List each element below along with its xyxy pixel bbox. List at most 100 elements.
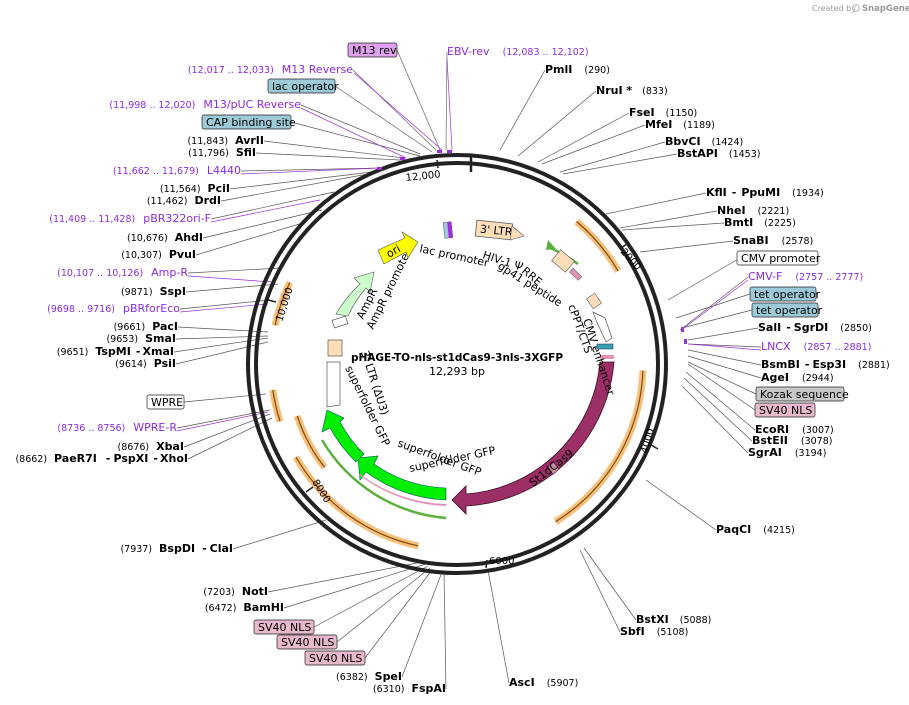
leader-line [290, 121, 421, 157]
primer-m13-puc-reverse: (11,998 .. 12,020)M13/pUC Reverse [109, 98, 301, 111]
box-sv40-nls-3: SV40 NLS [309, 652, 362, 665]
leader-line [187, 417, 273, 460]
leader-line [240, 167, 383, 172]
site-smai: (9653)SmaI [107, 332, 177, 345]
leader-line [179, 299, 271, 310]
leader-line [255, 152, 401, 161]
leader-line [195, 221, 307, 256]
primer-ebv-rev: EBV-rev(12,083 .. 12,102) [447, 45, 589, 58]
leader-line [445, 51, 448, 151]
site-bamhi: (6472)BamHI [205, 601, 284, 614]
leader-line [687, 355, 762, 379]
tick-6000: 6000 [489, 556, 514, 567]
nls-segment-marker [547, 462, 560, 475]
st1dcas9-arrow [451, 361, 615, 515]
leader-line [679, 276, 749, 331]
snapgene-logo-icon [852, 4, 860, 12]
box-kozak-sequence: Kozak sequence [760, 388, 849, 401]
leader-line [220, 173, 369, 202]
leader-line [687, 363, 756, 411]
leader-lines [173, 49, 762, 690]
site-ecori: EcoRI(3007) [755, 423, 834, 436]
leader-line [175, 335, 269, 340]
box-sv40-nls-2: SV40 NLS [281, 636, 334, 649]
leader-line [685, 371, 756, 431]
leader-line [537, 112, 630, 163]
green-thin-arc [320, 439, 447, 520]
leader-line [187, 267, 283, 274]
box-tet-operator-2: tet operator [756, 304, 823, 317]
primer-leader-line [210, 199, 321, 223]
site-drdi: (11,462)DrdI [147, 194, 221, 207]
site-mfei: MfeI(1189) [645, 118, 715, 131]
site-paqci: PaqCI(4215) [716, 523, 795, 536]
site-sfii: (11,796)SfiI [188, 146, 256, 159]
primer-leader-line [240, 167, 381, 175]
plasmid-name: pHAGE-TO-nls-st1dCas9-3nls-3XGFP [351, 352, 563, 364]
site-bsmbi: BsmBI-Esp3I(2881) [761, 358, 890, 371]
site-nhei: NheI(2221) [717, 204, 789, 217]
sgfp-arrow-2 [321, 409, 365, 463]
leader-line [619, 210, 718, 229]
site-fspai: (6310)FspAI [373, 682, 446, 695]
primer-leader-line [683, 279, 749, 329]
leader-line [687, 343, 762, 348]
orange-arc-7-core [274, 282, 291, 326]
box-lac-operator: lac operator [272, 80, 339, 93]
leader-line [621, 222, 725, 231]
leader-line [487, 569, 510, 684]
orange-arc-6-core [272, 389, 281, 422]
leader-line [210, 191, 335, 220]
boxed-labels: M13 rev lac operator CAP binding site WP… [146, 42, 849, 666]
cas9-nls-start [600, 355, 614, 359]
primer-lncx: LNCX(2857 .. 2881) [761, 340, 871, 353]
tick-12000: 12,000 [405, 169, 441, 184]
site-bsteii: BstEII(3078) [752, 434, 832, 447]
primer-m13-reverse: (12,017 .. 12,033)M13 Reverse [188, 63, 353, 76]
leader-line [352, 69, 437, 151]
primer-leader-line [446, 57, 453, 151]
feature-arcs [269, 218, 647, 550]
primer-amp-r: (10,107 .. 10,126)Amp-R [57, 266, 188, 279]
backbone-inner-circle [254, 161, 660, 567]
leader-line [300, 104, 421, 155]
leader-line [396, 49, 441, 151]
site-asci: AscI(5907) [509, 676, 578, 689]
leader-line [232, 519, 327, 550]
ampr-arrow [335, 271, 375, 317]
site-paer7i: (8662)PaeR7I-PspXI-XhoI [15, 452, 188, 465]
leader-line [687, 361, 757, 395]
primer-l4440: (11,662 .. 11,679)L4440 [113, 164, 241, 177]
leader-line [583, 547, 637, 621]
box-wpre: WPRE [151, 396, 183, 409]
site-bbvci: BbvCI(1424) [665, 135, 743, 148]
site-nrui: NruI *(833) [596, 84, 668, 97]
primer-leader-line [300, 107, 407, 159]
leader-line [541, 124, 646, 165]
site-bstxi: BstXI(5088) [636, 613, 711, 626]
site-sspi: (9871)SspI [121, 285, 186, 298]
primer-leader-line [353, 72, 443, 151]
site-spei: (6382)SpeI [336, 670, 402, 683]
site-pmli: PmlI(290) [545, 63, 610, 76]
box-m13-rev: M13 rev [352, 44, 397, 57]
leader-line [667, 257, 741, 301]
box-sv40-nls-right: SV40 NLS [759, 404, 812, 417]
leader-line [579, 549, 621, 633]
leader-line [645, 479, 717, 531]
leader-line [605, 192, 707, 215]
box-tet-operator-1: tet operator [754, 288, 821, 301]
site-bmti: BmtI(2225) [724, 216, 796, 229]
site-bspdi: (7937)BspDI-ClaI [120, 542, 233, 555]
site-paci: (9661)PacI [114, 320, 178, 333]
primer-leader-line [187, 275, 273, 283]
leader-line [681, 385, 749, 454]
leader-line [202, 209, 323, 239]
orange-arc-1 [574, 218, 622, 273]
leader-line [364, 569, 433, 659]
right-labels: PmlI(290) NruI *(833) FseI(1150) MfeI(11… [509, 63, 890, 689]
st1dcas9-label: St1dCas9 [527, 447, 576, 490]
leader-line [639, 240, 734, 253]
leader-line [681, 309, 753, 329]
primer-cmv-f: CMV-F(2757 .. 2777) [748, 270, 863, 283]
